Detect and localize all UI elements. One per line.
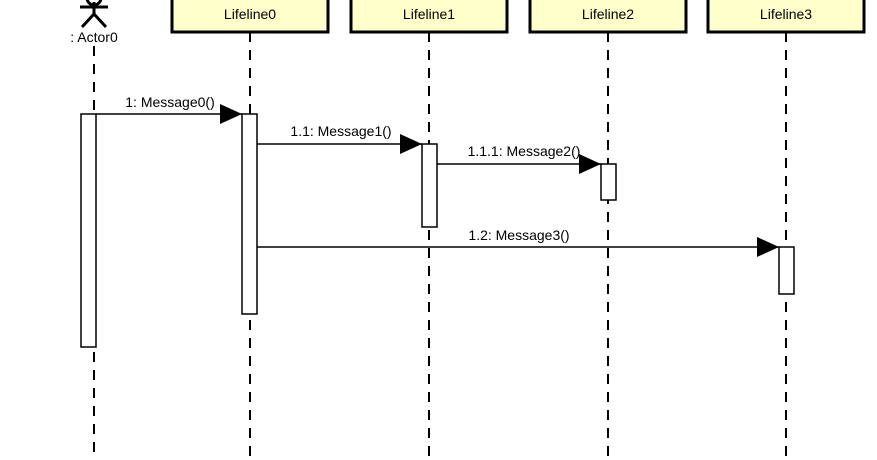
activation-bar-lifeline3[interactable] [778, 246, 795, 295]
lifeline3-header-label: Lifeline3 [760, 6, 812, 22]
activation-bar-lifeline0[interactable] [241, 113, 258, 315]
actor-leg-left-icon [80, 12, 96, 29]
message-3-label: 1.2: Message3() [468, 227, 569, 243]
lifeline3-header[interactable]: Lifeline3 [706, 0, 866, 34]
message-3-arrowhead [757, 237, 779, 257]
lifeline2-header[interactable]: Lifeline2 [528, 0, 688, 34]
message-3-group[interactable]: 1.2: Message3() [257, 227, 779, 257]
message-2-group[interactable]: 1.1.1: Message2() [437, 143, 601, 174]
activation-bar-lifeline2[interactable] [600, 163, 617, 201]
lifeline1-header-label: Lifeline1 [403, 6, 455, 22]
lifeline1-header-box[interactable] [349, 0, 509, 34]
lifeline-headers-group: Lifeline0 Lifeline1 Lifeline2 Lifeline3 [170, 0, 866, 34]
message-2-arrowhead [579, 154, 601, 174]
message-0-arrowhead [220, 104, 242, 124]
message-0-label: 1: Message0() [125, 94, 214, 110]
activation-bars-group [80, 113, 795, 348]
actor-leg-right-icon [92, 12, 108, 29]
message-2-label: 1.1.1: Message2() [468, 143, 581, 159]
lifeline1-header[interactable]: Lifeline1 [349, 0, 509, 34]
message-1-label: 1.1: Message1() [290, 123, 391, 139]
lifeline0-header-label: Lifeline0 [224, 6, 276, 22]
activation-bar-lifeline1[interactable] [421, 143, 438, 228]
lifeline0-header[interactable]: Lifeline0 [170, 0, 330, 34]
message-1-arrowhead [400, 134, 422, 154]
lifeline0-header-box[interactable] [170, 0, 330, 34]
message-0-group[interactable]: 1: Message0() [96, 94, 242, 124]
lifeline2-header-box[interactable] [528, 0, 688, 34]
actor0-figure[interactable]: : Actor0 [70, 0, 118, 45]
lifeline3-header-box[interactable] [706, 0, 866, 34]
message-1-group[interactable]: 1.1: Message1() [257, 123, 422, 154]
actor0-label: : Actor0 [70, 29, 118, 45]
activation-bar-actor0[interactable] [80, 113, 97, 348]
lifeline2-header-label: Lifeline2 [582, 6, 634, 22]
